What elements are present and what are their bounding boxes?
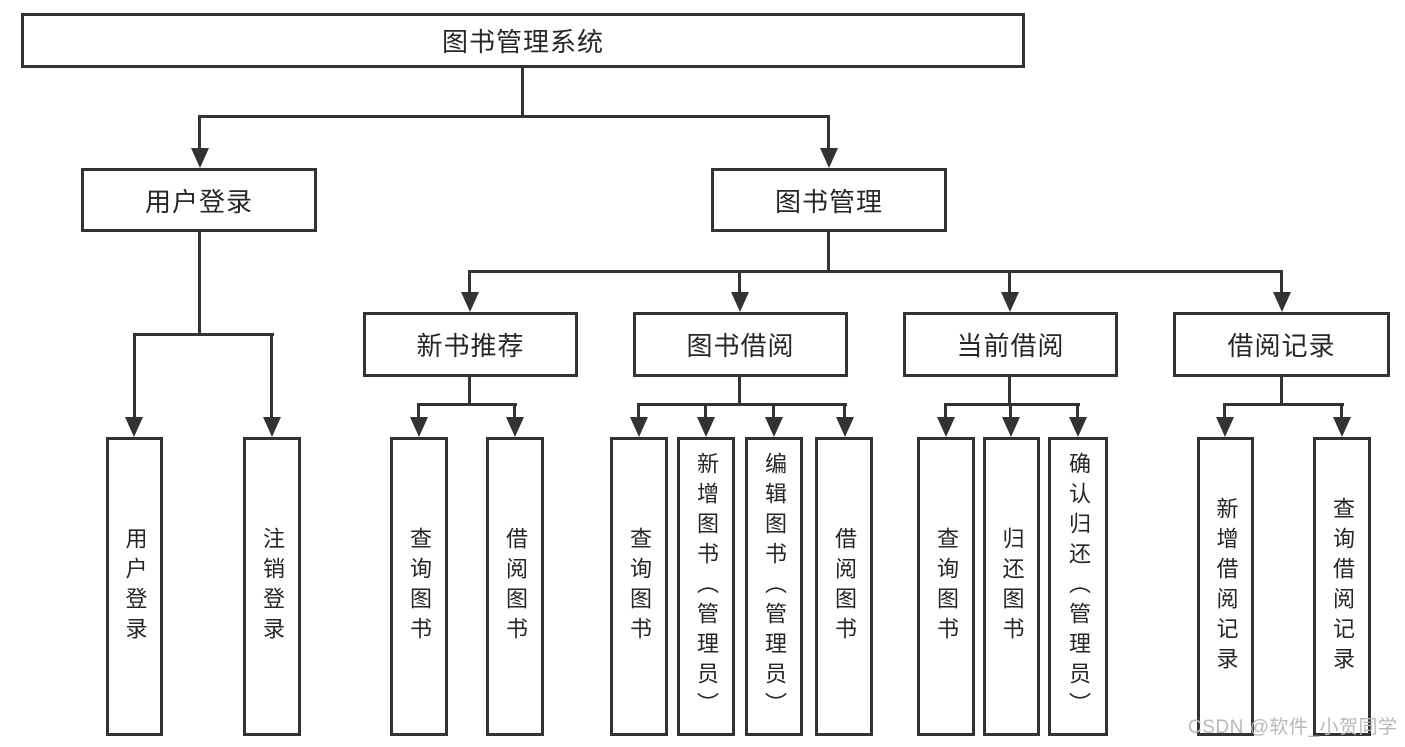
arrow-down-icon [125, 417, 143, 437]
node-book-borrowing: 图书借阅 [633, 312, 848, 377]
node-label: 当前借阅 [956, 331, 1065, 361]
connector-line [1340, 403, 1343, 419]
connector-line [1076, 403, 1079, 419]
node-user-login: 用户登录 [81, 168, 317, 232]
connector-line [417, 403, 420, 419]
leaf-nbr-borrow-books: 借阅图书 [486, 437, 544, 736]
leaf-bb-query-books: 查询图书 [610, 437, 668, 736]
arrow-down-icon [1069, 417, 1087, 437]
leaf-logout-login: 注销登录 [243, 437, 301, 736]
arrow-down-icon [1002, 417, 1020, 437]
connector-line [270, 333, 273, 419]
connector-line [1008, 270, 1011, 294]
node-label: 查询图书 [627, 526, 652, 647]
leaf-br-add-record: 新增借阅记录 [1197, 437, 1254, 736]
node-label: 图书借阅 [686, 331, 795, 361]
node-label: 借阅图书 [832, 526, 857, 647]
node-label: 查询借阅记录 [1330, 496, 1355, 677]
node-label: 图书管理系统 [441, 27, 604, 57]
arrow-down-icon [731, 292, 749, 312]
arrow-down-icon [765, 417, 783, 437]
arrow-down-icon [410, 417, 428, 437]
arrow-down-icon [1001, 292, 1019, 312]
node-book-management: 图书管理 [711, 168, 947, 232]
leaf-cb-return-books: 归还图书 [983, 437, 1040, 736]
connector-line [198, 232, 201, 335]
connector-line [738, 377, 741, 405]
node-label: 确认归还（管理员） [1066, 451, 1091, 722]
connector-line [468, 270, 1283, 273]
leaf-nbr-query-books: 查询图书 [390, 437, 448, 736]
connector-line [738, 270, 741, 294]
arrow-down-icon [937, 417, 955, 437]
connector-line [944, 403, 1080, 406]
connector-line [1280, 270, 1283, 294]
leaf-cb-query-books: 查询图书 [917, 437, 975, 736]
arrow-down-icon [461, 292, 479, 312]
node-label: 新增借阅记录 [1213, 496, 1239, 677]
arrow-down-icon [191, 148, 209, 168]
node-current-borrowing: 当前借阅 [903, 312, 1118, 377]
node-label: 新增图书（管理员） [694, 451, 719, 722]
leaf-bb-edit-books: 编辑图书（管理员） [745, 437, 803, 736]
node-label: 归还图书 [999, 526, 1025, 647]
connector-line [198, 115, 201, 150]
node-label: 借阅图书 [503, 526, 528, 647]
node-label: 新书推荐 [416, 331, 525, 361]
connector-line [637, 403, 847, 406]
arrow-down-icon [1216, 417, 1234, 437]
watermark: CSDN @软件_小贺同学 [1188, 717, 1398, 738]
node-new-book-recommend: 新书推荐 [363, 312, 578, 377]
connector-line [944, 403, 947, 419]
connector-line [1223, 403, 1344, 406]
connector-line [843, 403, 846, 419]
connector-line [772, 403, 775, 419]
connector-line [513, 403, 516, 419]
arrow-down-icon [630, 417, 648, 437]
connector-line [827, 232, 830, 272]
connector-line [827, 115, 830, 150]
node-label: 查询图书 [934, 526, 959, 647]
connector-line [133, 333, 274, 336]
leaf-br-query-record: 查询借阅记录 [1313, 437, 1371, 736]
connector-line [704, 403, 707, 419]
node-label: 借阅记录 [1227, 331, 1336, 361]
arrow-down-icon [1273, 292, 1291, 312]
connector-line [1280, 377, 1283, 405]
arrow-down-icon [836, 417, 854, 437]
connector-line [468, 377, 471, 405]
node-label: 查询图书 [407, 526, 432, 647]
leaf-cb-confirm-return: 确认归还（管理员） [1048, 437, 1108, 736]
node-label: 注销登录 [260, 526, 285, 647]
leaf-user-login: 用户登录 [106, 437, 163, 736]
arrow-down-icon [506, 417, 524, 437]
connector-line [198, 115, 830, 118]
node-label: 用户登录 [144, 186, 253, 217]
connector-line [1223, 403, 1226, 419]
arrow-down-icon [263, 417, 281, 437]
connector-line [1008, 377, 1011, 405]
connector-line [1009, 403, 1012, 419]
leaf-bb-add-books: 新增图书（管理员） [677, 437, 735, 736]
node-root: 图书管理系统 [21, 13, 1025, 68]
leaf-bb-borrow-books: 借阅图书 [815, 437, 873, 736]
node-borrowing-records: 借阅记录 [1173, 312, 1390, 377]
arrow-down-icon [820, 148, 838, 168]
connector-line [468, 270, 471, 294]
node-label: 图书管理 [774, 186, 883, 217]
arrow-down-icon [697, 417, 715, 437]
arrow-down-icon [1333, 417, 1351, 437]
connector-line [637, 403, 640, 419]
connector-line [417, 403, 517, 406]
node-label: 编辑图书（管理员） [762, 451, 787, 722]
connector-line [133, 333, 136, 419]
node-label: 用户登录 [122, 526, 148, 647]
connector-line [521, 68, 524, 117]
